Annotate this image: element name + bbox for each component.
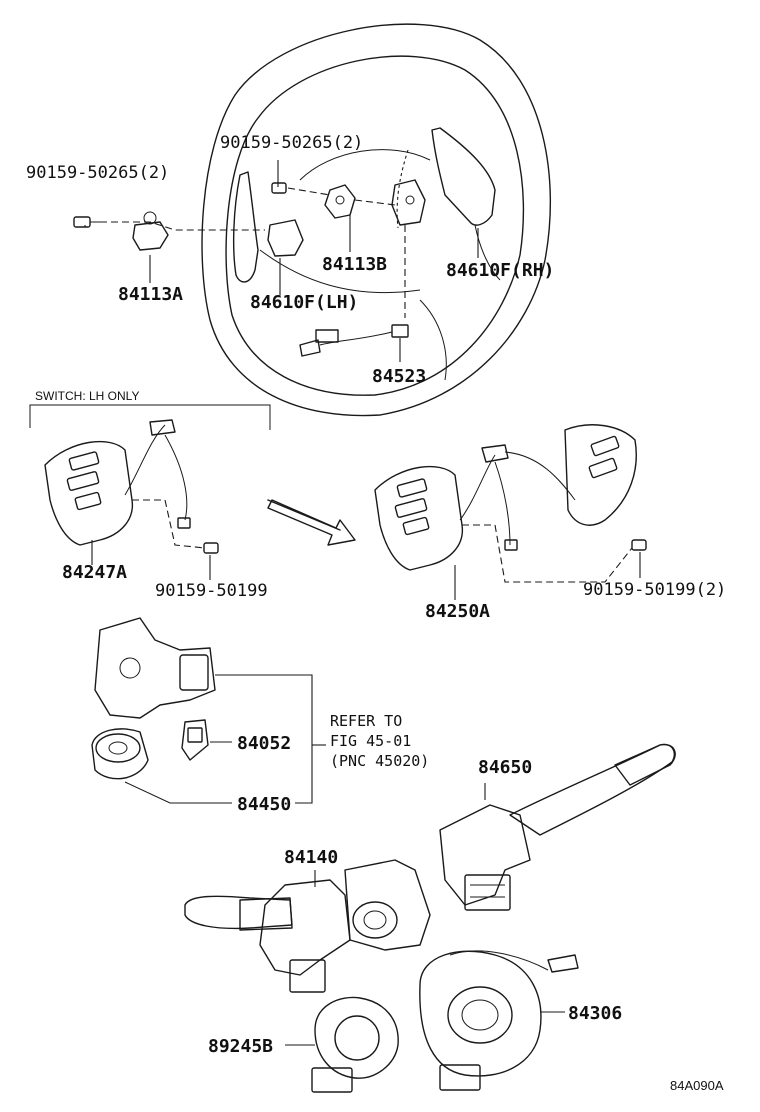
label-key-cylinder: 84052 <box>237 733 291 754</box>
label-screw-switch-set: 90159-50199(2) <box>583 580 726 600</box>
label-wiper-switch: 84650 <box>478 757 532 778</box>
label-spiral-cable: 84306 <box>568 1003 622 1024</box>
label-ignition-switch: 84450 <box>237 794 291 815</box>
section-note: SWITCH: LH ONLY <box>35 389 139 403</box>
section-bracket <box>29 404 271 430</box>
label-switch-lh: 84247A <box>62 562 127 583</box>
reference-line1: REFER TO <box>330 712 402 730</box>
sensor-ring-drawing <box>311 996 399 1093</box>
lock-housing-drawing <box>91 617 216 780</box>
label-bracket-a: 84113A <box>118 284 183 305</box>
label-screw-lh-switch: 90159-50199 <box>155 581 268 601</box>
switch-lh-drawing <box>44 419 219 554</box>
label-turn-switch: 84140 <box>284 847 338 868</box>
steering-wheel-drawing <box>73 23 552 417</box>
spiral-cable-drawing <box>419 950 579 1091</box>
drawing-code: 84A090A <box>670 1078 724 1093</box>
label-screw-left: 90159-50265(2) <box>26 163 169 183</box>
label-sensor-ring: 89245B <box>208 1036 273 1057</box>
reference-line3: (PNC 45020) <box>330 752 429 770</box>
label-screw-center: 90159-50265(2) <box>220 133 363 153</box>
wiper-switch-drawing <box>439 743 676 911</box>
label-paddle-rh: 84610F(RH) <box>446 260 554 281</box>
switch-set-drawing <box>374 424 647 583</box>
reference-line2: FIG 45-01 <box>330 732 411 750</box>
label-switch-set: 84250A <box>425 601 490 622</box>
turn-switch-drawing <box>184 859 431 993</box>
label-paddle-lh: 84610F(LH) <box>250 292 358 313</box>
label-harness: 84523 <box>372 366 426 387</box>
label-bracket-b: 84113B <box>322 254 387 275</box>
arrow-head <box>267 499 356 546</box>
